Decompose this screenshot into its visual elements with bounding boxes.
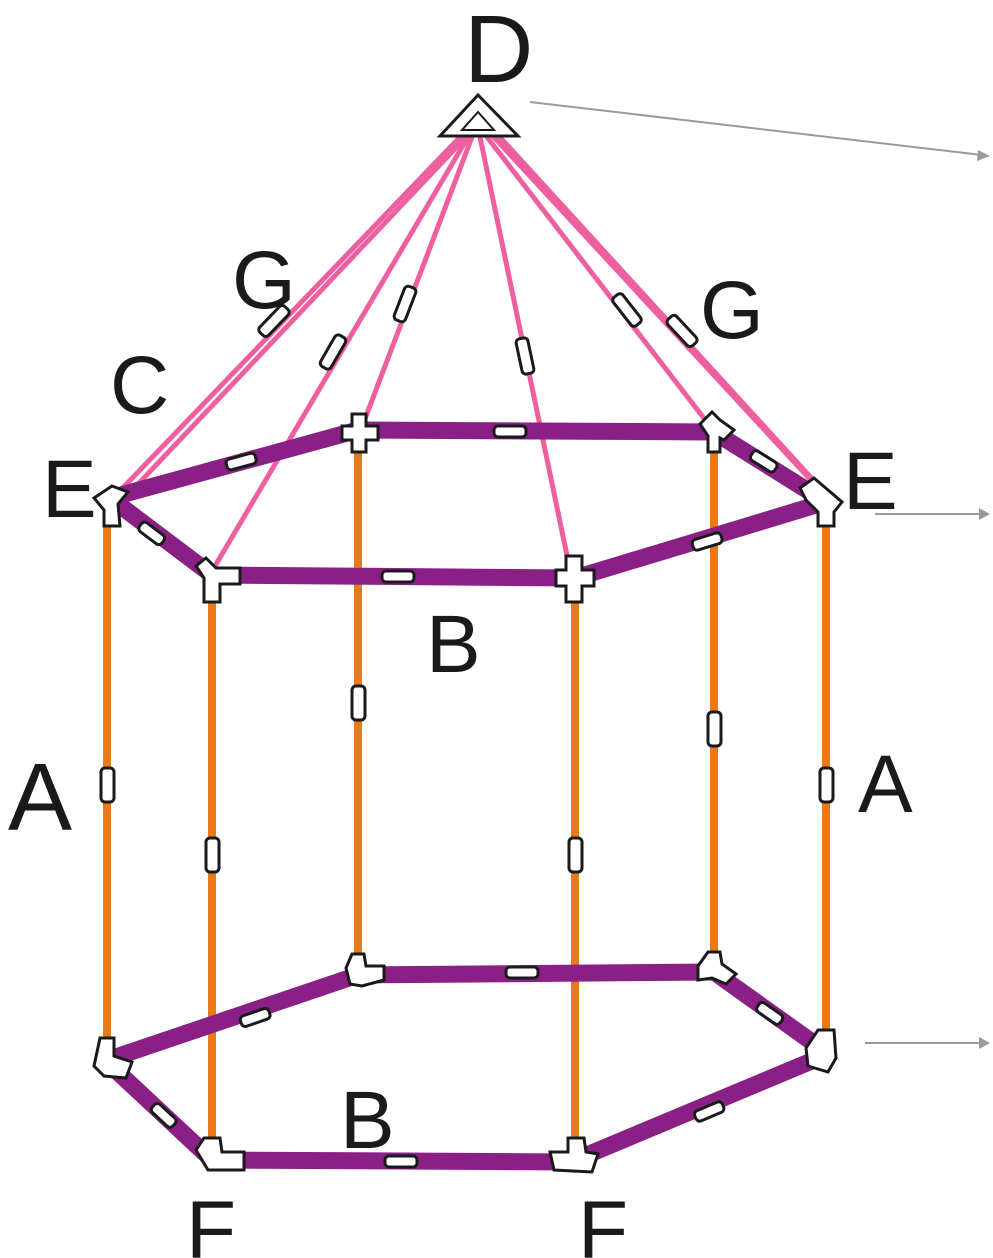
apex-connector-inner (459, 110, 497, 131)
roof-rod-right-outer-2 (495, 132, 829, 497)
label-mid-beam: B (426, 599, 481, 690)
label-apex: D (464, 0, 533, 103)
joint-top-corner-right (798, 476, 845, 528)
label-roof-left: G (232, 235, 296, 326)
coupler-roof-back-right (611, 292, 643, 328)
label-post-left: A (8, 744, 72, 851)
joint-bottom-corner-left (92, 1036, 134, 1080)
callout-arrowhead-bottom (979, 1037, 990, 1049)
bottom-rod-front-right (566, 1046, 835, 1169)
callout-arrows (529, 101, 990, 1049)
joints (91, 92, 845, 1174)
joint-top-corner-left (91, 484, 131, 528)
coupler-bottom-back-right (755, 1000, 785, 1026)
coupler-post-back-left (350, 684, 367, 722)
coupler-top-back-left (224, 451, 258, 472)
coupler-roof-back-left (392, 284, 418, 324)
coupler-top-back-right (748, 449, 779, 474)
joint-top-front-right (554, 554, 596, 604)
label-roof-right: G (700, 265, 764, 356)
joint-bottom-front-right (548, 1136, 600, 1174)
coupler-post-front-mid-left (204, 836, 221, 874)
joint-bottom-corner-right (804, 1028, 838, 1074)
coupler-roof-left-inner (318, 333, 348, 371)
label-foot-left: F (186, 1185, 236, 1258)
joint-top-back-right (698, 409, 737, 454)
roof-rod-left-outer-2 (120, 132, 471, 503)
rod-couplers (99, 284, 835, 1169)
coupler-roof-front-right (514, 336, 536, 376)
coupler-bottom-front (383, 1154, 419, 1169)
coupler-bottom-back-left (238, 1006, 272, 1028)
coupler-post-back-right (706, 710, 723, 748)
vertical-posts (103, 441, 830, 1152)
roof-rod-back-left (357, 134, 475, 435)
top-rod-back (349, 421, 723, 441)
joint-bottom-back-right (696, 950, 739, 986)
bottom-rod-back-left (98, 966, 367, 1069)
labels: D G G C E E B A A B F F (8, 0, 913, 1258)
coupler-post-front-mid-right (567, 836, 584, 874)
label-corner-right: E (843, 436, 898, 527)
joint-top-front-left (193, 555, 242, 604)
coupler-roof-right-outer (665, 313, 699, 349)
joint-top-back-left (340, 412, 380, 454)
callout-arrow-top (529, 101, 983, 156)
coupler-top-front-left (137, 520, 167, 547)
coupler-top-front-right (690, 531, 724, 552)
coupler-bottom-front-right (692, 1100, 726, 1123)
coupler-post-front-left (99, 766, 116, 804)
coupler-top-back (492, 424, 528, 439)
coupler-post-front-right (818, 766, 835, 804)
callout-arrowhead-middle (979, 508, 990, 520)
label-foot-right: F (578, 1185, 628, 1258)
label-post-right: A (858, 739, 913, 830)
roof-rod-back-right (484, 134, 716, 433)
label-corner-left: E (42, 444, 97, 535)
callout-arrowhead-top (977, 150, 990, 161)
joint-bottom-front-left (194, 1136, 246, 1172)
coupler-bottom-back (504, 965, 540, 980)
coupler-roof-left-outer (257, 304, 291, 338)
label-bottom-beam: B (340, 1075, 395, 1166)
label-connector-left: C (110, 340, 169, 431)
joint-bottom-back-left (344, 952, 386, 988)
coupler-bottom-front-left (149, 1101, 178, 1129)
coupler-top-front (380, 569, 416, 584)
